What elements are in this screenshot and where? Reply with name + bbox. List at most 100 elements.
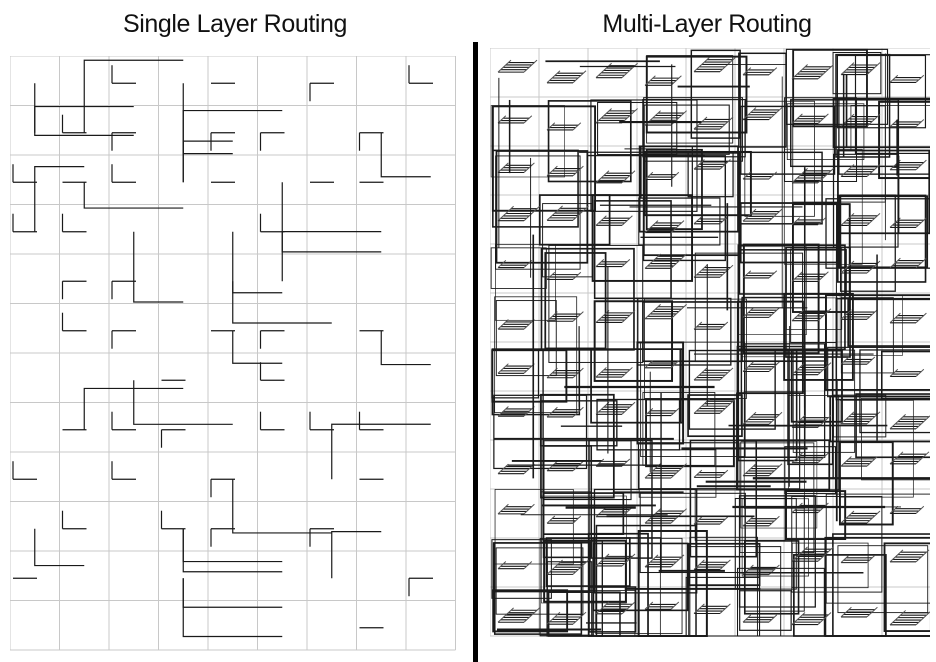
via-stack (769, 615, 777, 622)
via-stack (547, 516, 555, 523)
via-stack (916, 506, 924, 513)
wire-loop (738, 247, 807, 335)
wire-loop (491, 105, 565, 176)
via-stack (547, 272, 555, 279)
via-stack (596, 259, 604, 266)
via-stack (524, 116, 532, 123)
wire-loop (833, 53, 881, 94)
via-stack (916, 120, 924, 127)
via-stack (769, 68, 777, 75)
wire-loop (643, 302, 741, 361)
wire-segment (183, 578, 282, 607)
via-stack (867, 357, 875, 364)
via-stack (573, 123, 581, 130)
via-stack (720, 470, 728, 477)
via-stack (916, 75, 924, 82)
wire-loop (882, 352, 930, 399)
wire-layer (491, 49, 930, 636)
via-stack (498, 562, 506, 569)
via-stack (743, 172, 751, 179)
via-stack (867, 213, 880, 225)
via-stack (694, 265, 707, 277)
via-stack (769, 209, 782, 221)
via-stack (769, 464, 782, 476)
single-layer-title: Single Layer Routing (0, 6, 470, 42)
via-stack (498, 60, 511, 72)
via-stack (916, 369, 924, 376)
via-stack (694, 470, 702, 477)
via-stack (573, 71, 586, 83)
wire-loop (491, 248, 546, 289)
wire-loop (794, 555, 886, 636)
via-stack (498, 260, 506, 267)
multi-layer-title: Multi-Layer Routing (478, 6, 936, 42)
via-stack (622, 402, 635, 414)
wire-loop (496, 301, 556, 376)
via-stack (743, 464, 756, 476)
via-stack (916, 550, 929, 562)
wire-segment (233, 479, 332, 533)
wire-segment (282, 232, 381, 282)
via-stack (671, 602, 679, 609)
via-stack (867, 63, 880, 75)
wire-loop (740, 443, 814, 553)
wire-loop (643, 100, 745, 157)
via-stack (694, 217, 702, 224)
via-stack (524, 562, 532, 569)
via-stack (769, 108, 782, 120)
via-stack (841, 213, 854, 225)
via-stack (841, 555, 849, 562)
via-stack (622, 602, 635, 614)
wire-segment (282, 182, 381, 252)
multi-layer-routing-diagram (490, 48, 930, 648)
single-layer-routing-diagram (10, 56, 460, 652)
via-stack (694, 368, 707, 380)
via-stack (671, 408, 679, 415)
via-stack (818, 309, 831, 321)
wire-loop (596, 526, 696, 636)
wire-segment (183, 529, 282, 572)
via-stack (890, 75, 898, 82)
via-stack (841, 63, 854, 75)
via-stack (596, 402, 609, 414)
via-stack (573, 272, 581, 279)
via-stack (622, 554, 635, 566)
wire-loop (840, 442, 893, 524)
wire-loop (543, 204, 593, 277)
via-stack (867, 412, 880, 424)
panel-divider (473, 42, 478, 662)
wire-loop (495, 489, 573, 564)
via-stack (547, 71, 560, 83)
wire-loop (493, 590, 567, 631)
wire-loop (848, 299, 930, 346)
wire-loop (745, 496, 804, 611)
via-stack (867, 511, 880, 523)
wire-loop (547, 562, 591, 636)
wire-loop (740, 591, 791, 631)
wire-segment (233, 281, 332, 323)
via-stack (720, 517, 728, 524)
via-stack (573, 516, 581, 523)
via-stack (596, 310, 609, 322)
via-stack (622, 310, 635, 322)
via-stack (524, 60, 537, 72)
wire-loop (741, 442, 817, 528)
via-stack (720, 368, 733, 380)
wire-segment (183, 529, 282, 562)
via-stack (743, 615, 751, 622)
via-stack (769, 271, 777, 278)
via-stack (720, 117, 733, 129)
via-stack (622, 259, 630, 266)
wire-loop (744, 245, 819, 354)
via-stack (841, 511, 854, 523)
wire-segment (183, 111, 282, 183)
wire-segment (84, 60, 183, 133)
via-stack (841, 412, 854, 424)
via-stack (769, 172, 777, 179)
via-stack (890, 550, 903, 562)
wire-loop (688, 153, 733, 197)
via-stack (645, 602, 653, 609)
wire-loop (862, 398, 930, 480)
wire-loop (638, 298, 731, 365)
via-stack (720, 322, 728, 329)
